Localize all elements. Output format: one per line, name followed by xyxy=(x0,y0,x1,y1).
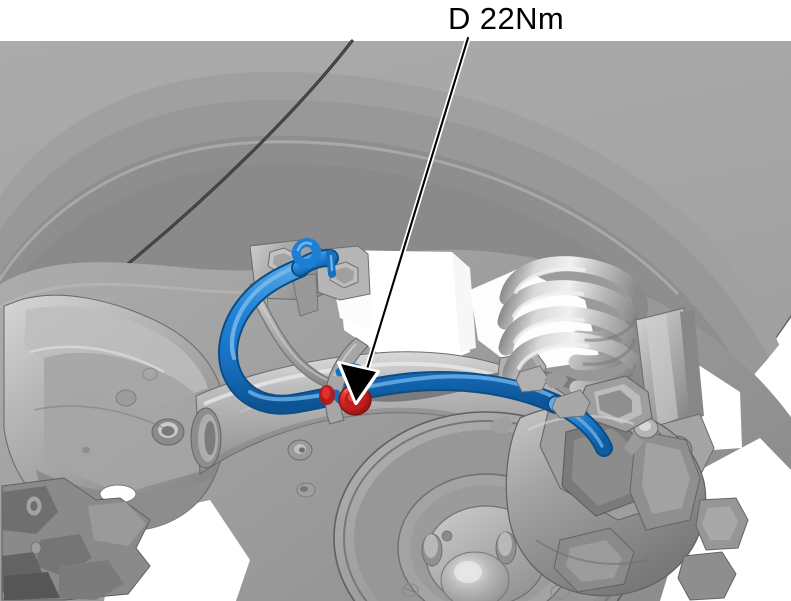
brake-caliper xyxy=(505,375,749,601)
wheel-studs xyxy=(421,530,517,567)
hose-retaining-clip xyxy=(291,237,321,269)
misc-hardware xyxy=(490,365,591,434)
subframe-bracket xyxy=(3,294,227,532)
lower-left-bracket-cluster xyxy=(1,477,151,601)
brake-hose-fitting xyxy=(579,375,653,433)
hex-bolt-upper-right xyxy=(329,261,359,289)
leader-arrowhead xyxy=(341,364,376,401)
callout-leader-line xyxy=(337,35,471,405)
torque-callout-label: D 22Nm xyxy=(448,1,565,36)
arm-bushing xyxy=(190,407,222,469)
